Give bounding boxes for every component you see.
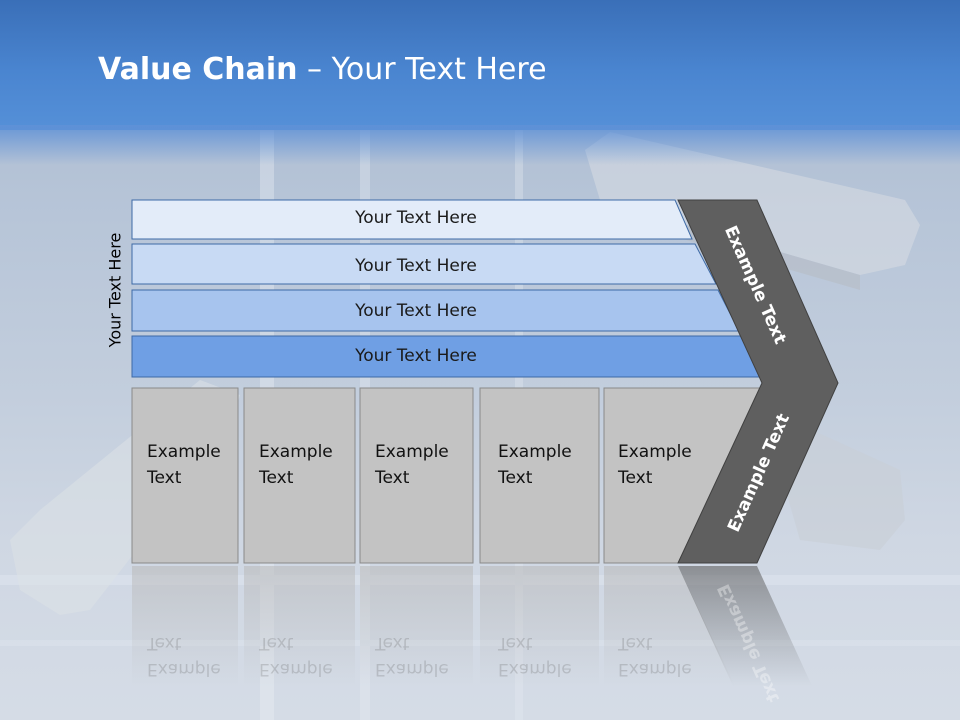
title-bar	[0, 0, 960, 130]
band-label-1: Your Text Here	[355, 208, 477, 228]
band-label-3: Your Text Here	[355, 301, 477, 321]
band-label-2: Your Text Here	[355, 256, 477, 276]
activity-box-2	[243, 387, 356, 564]
band-label-4: Your Text Here	[355, 346, 477, 366]
page-title: Value Chain – Your Text Here	[98, 52, 547, 87]
title-bold: Value Chain	[98, 52, 298, 87]
support-band-1	[131, 199, 693, 240]
reflection	[132, 566, 812, 686]
activity-box-3	[359, 387, 474, 564]
margin-chevron	[677, 199, 839, 564]
support-band-2	[131, 243, 717, 285]
activity-box-1	[131, 387, 239, 564]
activity-box-4	[479, 387, 600, 564]
title-rest: – Your Text Here	[297, 52, 547, 87]
